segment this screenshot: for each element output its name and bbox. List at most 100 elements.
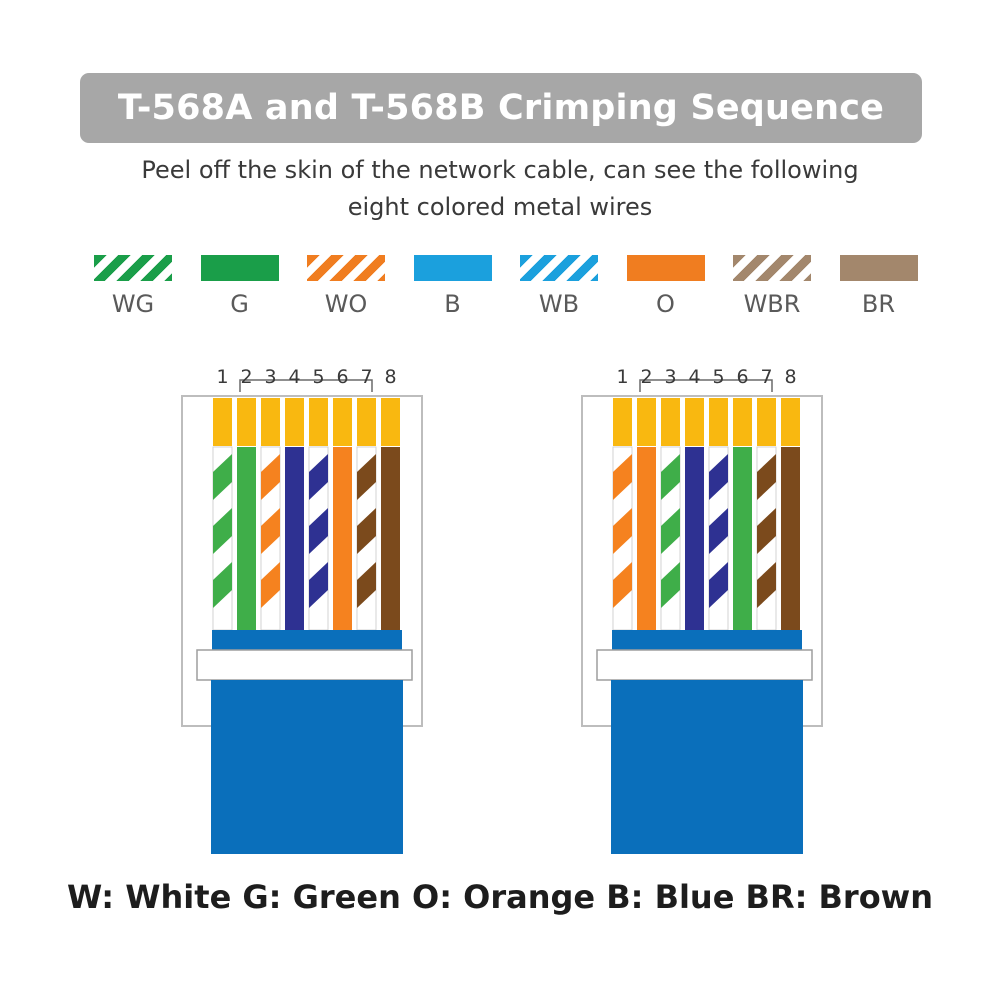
wire-6: [333, 398, 352, 630]
strain-relief: [596, 649, 813, 681]
wire-stripe: [757, 454, 776, 500]
pin-number-5: 5: [712, 366, 724, 388]
pin-number-8: 8: [784, 366, 796, 388]
subtitle: Peel off the skin of the network cable, …: [100, 152, 900, 226]
gold-contact: [661, 398, 680, 446]
wire-stripe: [757, 562, 776, 608]
legend-swatch-wbr: [733, 255, 811, 281]
gold-contact: [357, 398, 376, 446]
wire-stripe: [709, 508, 728, 554]
wire-2: [637, 398, 656, 630]
legend-label-o: O: [656, 290, 675, 318]
wire-4: [685, 398, 704, 630]
pin-number-1: 1: [616, 366, 628, 388]
pin-number-6: 6: [736, 366, 748, 388]
gold-contact: [309, 398, 328, 446]
wire-stripe: [309, 454, 328, 500]
legend-swatch-g: [200, 255, 279, 281]
legend-label-wg: WG: [111, 290, 155, 318]
legend-label-wbr: WBR: [743, 290, 801, 318]
wire-stripe: [613, 562, 632, 608]
legend-label-br: BR: [861, 290, 896, 318]
wire-solid: [381, 447, 400, 630]
wire-3: [260, 398, 281, 631]
wire-stripe: [357, 454, 376, 500]
wire-2: [237, 398, 256, 630]
page-title: T-568A and T-568B Crimping Sequence: [117, 88, 885, 128]
pin-number-4: 4: [688, 366, 700, 388]
wire-stripe: [757, 508, 776, 554]
pin-bracket: [639, 379, 773, 392]
wire-5: [708, 398, 729, 631]
wire-solid: [285, 447, 304, 630]
legend-swatch-wb: [520, 255, 598, 281]
legend-swatch-o: [626, 255, 705, 281]
subtitle-line-2: eight colored metal wires: [347, 193, 653, 221]
gold-contact: [685, 398, 704, 446]
pin-number-4: 4: [288, 366, 300, 388]
gold-contact: [781, 398, 800, 446]
wire-solid: [637, 447, 656, 630]
pin-number-6: 6: [336, 366, 348, 388]
pin-number-2: 2: [240, 366, 252, 388]
wire-stripe: [613, 454, 632, 500]
gold-contact: [285, 398, 304, 446]
wire-stripe: [661, 454, 680, 500]
gold-contact: [237, 398, 256, 446]
wire-stripe: [709, 562, 728, 608]
wire-5: [308, 398, 329, 631]
legend-swatch-wg: [94, 255, 172, 281]
wire-7: [356, 398, 377, 631]
wire-solid: [685, 447, 704, 630]
legend-swatch-br: [839, 255, 918, 281]
cable-jacket: [211, 680, 403, 854]
pin-number-2: 2: [640, 366, 652, 388]
color-key-footer: W: White G: Green O: Orange B: Blue BR: …: [66, 878, 934, 916]
wire-3: [660, 398, 681, 631]
wire-stripe: [709, 454, 728, 500]
strain-relief: [196, 649, 413, 681]
pin-bracket: [239, 379, 373, 392]
wire-4: [285, 398, 304, 630]
wire-stripe: [357, 562, 376, 608]
gold-contact: [733, 398, 752, 446]
wire-stripe: [661, 508, 680, 554]
legend-label-wo: WO: [324, 290, 368, 318]
gold-contact: [261, 398, 280, 446]
legend-label-b: B: [444, 290, 461, 318]
wire-1: [212, 398, 233, 631]
legend-swatch-wo: [307, 255, 385, 281]
wire-solid: [333, 447, 352, 630]
wire-stripe: [357, 508, 376, 554]
wire-1: [612, 398, 633, 631]
wire-solid: [237, 447, 256, 630]
gold-contact: [637, 398, 656, 446]
pin-number-1: 1: [216, 366, 228, 388]
pin-number-3: 3: [664, 366, 676, 388]
wire-stripe: [261, 454, 280, 500]
pin-number-8: 8: [384, 366, 396, 388]
legend-label-g: G: [230, 290, 249, 318]
cable-jacket: [611, 680, 803, 854]
legend-swatch-b: [413, 255, 492, 281]
wire-8: [381, 398, 400, 630]
gold-contact: [213, 398, 232, 446]
wire-stripe: [213, 562, 232, 608]
wire-solid: [781, 447, 800, 630]
wire-stripe: [261, 562, 280, 608]
wire-stripe: [309, 562, 328, 608]
wire-8: [781, 398, 800, 630]
gold-contact: [381, 398, 400, 446]
pin-number-5: 5: [312, 366, 324, 388]
pin-number-7: 7: [760, 366, 772, 388]
subtitle-line-1: Peel off the skin of the network cable, …: [141, 156, 859, 184]
wire-stripe: [661, 562, 680, 608]
wire-stripe: [213, 454, 232, 500]
wire-stripe: [613, 508, 632, 554]
wire-7: [756, 398, 777, 631]
wire-solid: [733, 447, 752, 630]
wire-stripe: [261, 508, 280, 554]
pin-number-7: 7: [360, 366, 372, 388]
